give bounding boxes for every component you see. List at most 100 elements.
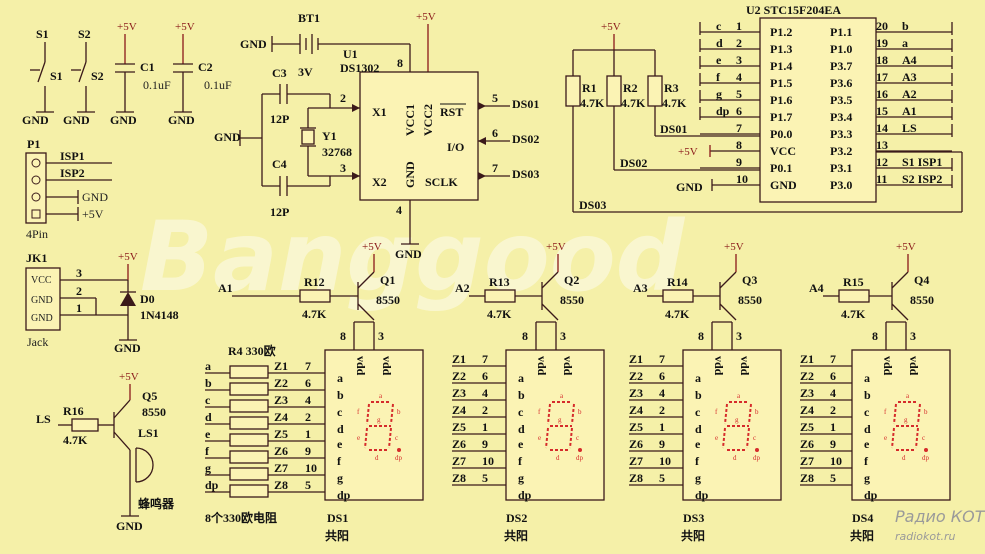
resistor-r2 xyxy=(606,75,622,107)
driver-emitter xyxy=(541,271,559,289)
driver-pwr: +5V xyxy=(896,241,916,253)
display-seg-inner: g xyxy=(735,416,739,424)
resistor-r13 xyxy=(484,289,516,303)
display-z-num: 6 xyxy=(659,369,665,383)
driver-r-value: 4.7K xyxy=(302,307,327,321)
driver-net: A1 xyxy=(218,281,233,295)
r4-input: b xyxy=(205,376,212,390)
display-z-label: Z3 xyxy=(452,386,466,400)
display-z-num: 1 xyxy=(482,420,488,434)
u2-right-net: A3 xyxy=(902,70,917,84)
display-seg-label: e xyxy=(864,437,870,451)
r4-resistor xyxy=(229,399,269,413)
header-p1: P1 ISP1 ISP2 GND +5V 4Pin xyxy=(25,137,112,241)
display-z-label: Z7 xyxy=(629,454,643,468)
c2-gnd: GND xyxy=(168,113,195,127)
display-seg-label: e xyxy=(518,437,524,451)
jk1-gnd: GND xyxy=(114,341,141,355)
driver-r-value: 4.7K xyxy=(841,307,866,321)
buzzer-gnd: GND xyxy=(116,519,143,533)
display-z-num: 4 xyxy=(482,386,488,400)
u1-num-x2: 3 xyxy=(340,161,346,175)
r2-ref: R2 xyxy=(623,81,638,95)
battery-bt1: BT1 GND 3V +5V xyxy=(240,11,436,79)
display-pin3: 3 xyxy=(378,329,384,343)
u2-right-name: P1.1 xyxy=(830,25,852,39)
display-segment xyxy=(891,427,895,449)
s2-label: S2 xyxy=(78,27,91,41)
u1-pin-io: I/O xyxy=(447,140,464,154)
bt1-ref: BT1 xyxy=(298,11,320,25)
u2-right-num: 16 xyxy=(876,87,888,101)
display-vdd2: vdd xyxy=(380,356,394,376)
u2-left-num: 3 xyxy=(736,53,742,67)
display-z-label: Z2 xyxy=(629,369,643,383)
r3-ref: R3 xyxy=(664,81,679,95)
display-seg-label: g xyxy=(518,471,524,485)
display-segment xyxy=(746,427,750,449)
s1-gnd: GND xyxy=(22,113,49,127)
r4-output: Z1 xyxy=(274,359,288,373)
u1-pin-rst: RST xyxy=(440,105,463,119)
u2-right-num: 17 xyxy=(876,70,888,84)
display-seg-label: a xyxy=(864,371,870,385)
display-z-num: 1 xyxy=(830,420,836,434)
display-z-label: Z8 xyxy=(629,471,643,485)
display-type: 共阳 xyxy=(325,528,349,543)
display-seg-label: c xyxy=(518,405,524,419)
resistor-r3 xyxy=(647,75,663,107)
driver-emitter xyxy=(891,271,909,289)
p1-ref: P1 xyxy=(27,137,40,151)
display-pin3: 3 xyxy=(910,329,916,343)
resistor-r16 xyxy=(71,418,99,432)
c2-ref: C2 xyxy=(198,60,213,74)
display-vdd1: vdd xyxy=(535,356,549,376)
watermark-sub2: radiokot.ru xyxy=(895,530,955,543)
display-seg-label: d xyxy=(337,422,344,436)
u1-num-sclk: 7 xyxy=(492,161,498,175)
display-seg-inner: dp xyxy=(395,454,403,462)
display-seg-inner: a xyxy=(906,392,910,400)
u2-right-net: a xyxy=(902,36,908,50)
jk1-body xyxy=(25,267,61,331)
driver-net: A4 xyxy=(809,281,824,295)
driver-q-value: 8550 xyxy=(376,293,400,307)
r4-pin-num: 9 xyxy=(305,444,311,458)
display-seg-label: d xyxy=(518,422,525,436)
display-seg-inner: e xyxy=(715,434,718,442)
u2-left-net: c xyxy=(716,19,722,33)
r4-output: Z6 xyxy=(274,444,288,458)
s2-gnd: GND xyxy=(63,113,90,127)
display-seg-label: e xyxy=(337,437,343,451)
display-z-label: Z8 xyxy=(452,471,466,485)
display-seg-inner: g xyxy=(558,416,562,424)
display-vdd2: vdd xyxy=(738,356,752,376)
jk1-pin-gnd1: GND xyxy=(31,295,53,306)
u2-left-name: P1.4 xyxy=(770,59,792,73)
driver-r-ref: R13 xyxy=(489,275,510,289)
display-dp-dot xyxy=(924,448,928,452)
r4-pin-num: 4 xyxy=(305,393,311,407)
display-seg-inner: dp xyxy=(922,454,930,462)
u2-left-net: f xyxy=(716,70,721,84)
u2-right-name: P3.3 xyxy=(830,127,852,141)
r4-output: Z2 xyxy=(274,376,288,390)
driver-collector xyxy=(357,303,375,321)
display-seg-inner: d xyxy=(375,454,379,462)
display-seg-label: e xyxy=(695,437,701,451)
display-seg-inner: g xyxy=(377,416,381,424)
driver-r-value: 4.7K xyxy=(487,307,512,321)
display-seg-label: f xyxy=(518,454,523,468)
ic-u1: U1 DS1302 X1 X2 RST I/O SCLK VCC1 VCC2 G… xyxy=(330,47,539,261)
u1-num-gnd: 4 xyxy=(396,203,402,217)
c1-gnd: GND xyxy=(110,113,137,127)
c2-value: 0.1uF xyxy=(204,78,232,92)
display-z-num: 10 xyxy=(482,454,494,468)
u2-left-net: d xyxy=(716,36,723,50)
display-z-num: 9 xyxy=(482,437,488,451)
s2-label-b: S2 xyxy=(91,69,104,83)
display-seg-label: c xyxy=(864,405,870,419)
